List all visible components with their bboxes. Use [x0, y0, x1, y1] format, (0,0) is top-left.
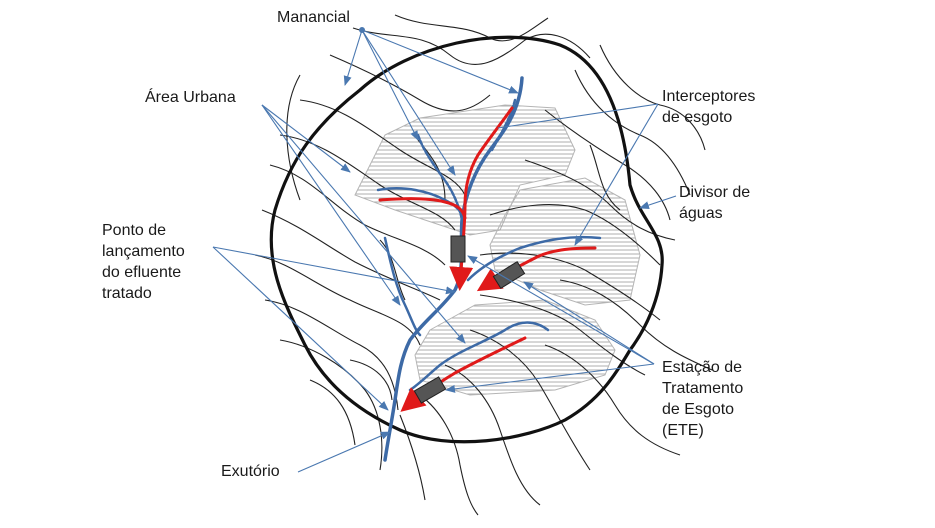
contour-lines — [254, 14, 713, 516]
ete-icon — [450, 235, 466, 263]
urban-area-east — [489, 177, 641, 306]
ete-icon — [492, 260, 526, 290]
urban-areas — [354, 104, 641, 396]
label-manancial: Manancial — [277, 9, 350, 26]
label-ete: Estação de Tratamento de Esgoto (ETE) — [662, 359, 744, 439]
treatment-stations — [413, 235, 526, 404]
urban-area-south — [414, 299, 616, 396]
ete-icon — [413, 376, 447, 404]
interceptor-west — [378, 197, 467, 220]
label-interceptores: Interceptores de esgoto — [662, 88, 756, 126]
urban-area-north — [354, 104, 576, 236]
label-divisor-aguas: Divisor de águas — [679, 184, 751, 222]
pointer-lines — [212, 27, 677, 473]
label-area-urbana: Área Urbana — [145, 89, 236, 106]
label-ponto-lancamento: Ponto de lançamento do efluente tratado — [102, 222, 185, 302]
label-exutorio: Exutório — [221, 463, 280, 480]
watershed-divide — [269, 35, 664, 444]
